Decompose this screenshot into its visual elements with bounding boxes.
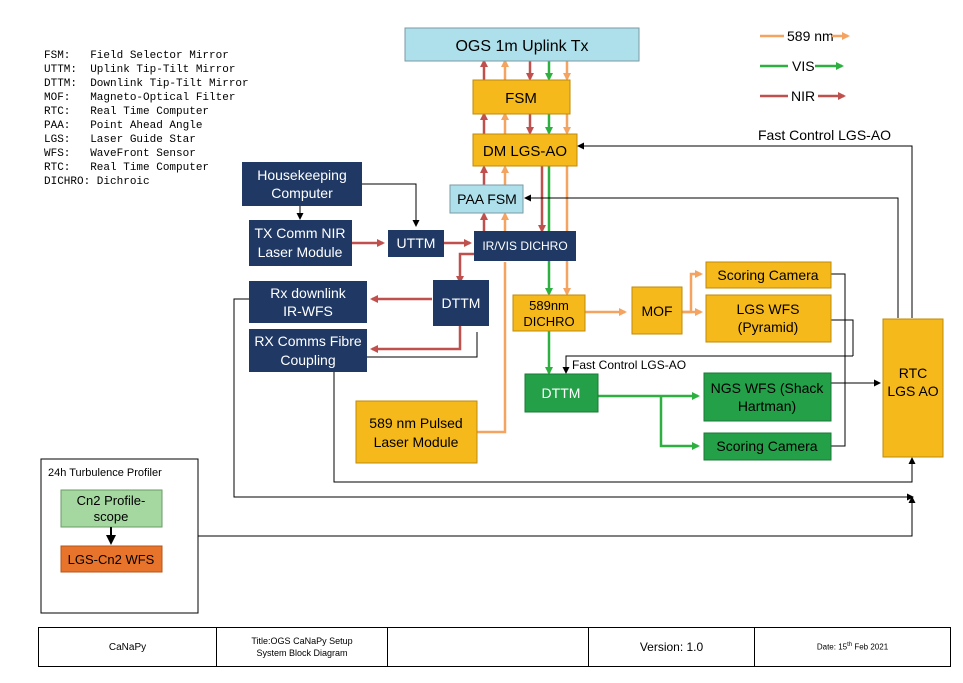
fsm-label: FSM: [505, 90, 537, 107]
project-name-cell: CaNaPy: [39, 628, 217, 666]
date-value: Date: 15th Feb 2021: [817, 642, 888, 652]
pulsed-589nm-laser-box: 589 nm Pulsed Laser Module: [355, 400, 478, 464]
scoring-camera-589-box: Scoring Camera: [705, 261, 832, 289]
scoring-camera-1-label: Scoring Camera: [717, 267, 818, 283]
dichro-589-line2: DICHRO: [523, 314, 574, 329]
date-cell: Date: 15th Feb 2021: [755, 628, 950, 666]
rx-downlink-line1: Rx downlink: [270, 285, 346, 301]
dichro-589-line1: 589nm: [529, 298, 569, 313]
mof-box: MOF: [631, 286, 683, 335]
cn2-scope-line1: Cn2 Profile-: [77, 493, 146, 508]
paa-fsm-label: PAA FSM: [457, 191, 517, 207]
abbreviation-list: FSM: Field Selector Mirror UTTM: Uplink …: [44, 50, 249, 188]
abbr-line: RTC: Real Time Computer: [44, 106, 209, 118]
dm-lgs-ao-box: DM LGS-AO: [472, 133, 578, 167]
title-cell: Title:OGS CaNaPy Setup System Block Diag…: [217, 628, 388, 666]
pulsed-laser-line2: Laser Module: [374, 434, 459, 450]
legend-nir-label: NIR: [791, 88, 815, 104]
uttm-box: UTTM: [388, 230, 444, 257]
abbr-line: RTC: Real Time Computer: [44, 162, 209, 174]
rx-comms-fibre-coupling-box: RX Comms Fibre Coupling: [249, 329, 367, 372]
legend-589-label: 589 nm: [787, 28, 834, 44]
tx-comm-line1: TX Comm NIR: [255, 225, 346, 241]
abbr-line: DTTM: Downlink Tip-Tilt Mirror: [44, 78, 249, 90]
paa-fsm-box: PAA FSM: [449, 184, 524, 214]
dm-lgs-ao-label: DM LGS-AO: [483, 143, 567, 160]
lgs-cn2-wfs-label: LGS-Cn2 WFS: [68, 552, 155, 567]
scoring-camera-vis-box: Scoring Camera: [703, 432, 832, 461]
version-cell: Version: 1.0: [589, 628, 755, 666]
legend: 589 nm VIS NIR: [760, 28, 850, 104]
date-prefix: Date: 15: [816, 642, 848, 652]
housekeeping-line1: Housekeeping: [257, 167, 347, 183]
pulsed-laser-line1: 589 nm Pulsed: [369, 415, 462, 431]
title-line1: Title:OGS CaNaPy Setup: [251, 636, 353, 646]
tx-comm-line2: Laser Module: [258, 244, 343, 260]
abbr-line: WFS: WaveFront Sensor: [44, 148, 196, 160]
ngs-wfs-shack-hartman-box: NGS WFS (Shack Hartman): [703, 372, 832, 422]
rx-downlink-ir-wfs-box: Rx downlink IR-WFS: [249, 281, 367, 323]
ogs-uplink-tx-label: OGS 1m Uplink Tx: [455, 38, 588, 55]
ogs-uplink-tx-box: OGS 1m Uplink Tx: [404, 27, 640, 62]
abbr-line: UTTM: Uplink Tip-Tilt Mirror: [44, 64, 235, 76]
fast-control-mid-label: Fast Control LGS-AO: [572, 358, 686, 372]
dttm-downlink-box: DTTM: [433, 280, 489, 326]
lgs-wfs-line2: (Pyramid): [738, 319, 799, 335]
fast-control-top-label: Fast Control LGS-AO: [758, 127, 891, 143]
rx-comms-line2: Coupling: [280, 352, 335, 368]
date-sup: th: [847, 642, 853, 649]
rtc-lgs-ao-box: RTC LGS AO: [882, 318, 944, 458]
fsm-box: FSM: [472, 79, 571, 115]
rx-downlink-line2: IR-WFS: [283, 303, 333, 319]
connectors: [163, 59, 916, 537]
legend-vis-label: VIS: [792, 58, 815, 74]
lgs-wfs-line1: LGS WFS: [736, 301, 799, 317]
dttm-vis-box: DTTM: [524, 373, 599, 413]
profiler-title: 24h Turbulence Profiler: [48, 467, 162, 479]
ir-vis-dichro-box: IR/VIS DICHRO: [474, 231, 576, 261]
abbr-line: FSM: Field Selector Mirror: [44, 50, 229, 62]
blank-cell: [388, 628, 589, 666]
abbr-line: PAA: Point Ahead Angle: [44, 120, 202, 132]
version-value: Version: 1.0: [639, 640, 704, 654]
title-line2: System Block Diagram: [256, 648, 348, 658]
mof-label: MOF: [641, 303, 672, 319]
ir-vis-dichro-label: IR/VIS DICHRO: [482, 239, 567, 253]
scoring-camera-2-label: Scoring Camera: [716, 438, 817, 454]
uttm-label: UTTM: [397, 235, 436, 251]
ngs-wfs-line1: NGS WFS (Shack: [711, 380, 825, 396]
dttm-downlink-label: DTTM: [442, 295, 481, 311]
cn2-scope-line2: scope: [94, 509, 129, 524]
abbr-line: LGS: Laser Guide Star: [44, 134, 196, 146]
abbr-line: MOF: Magneto-Optical Filter: [44, 92, 235, 104]
rx-comms-line1: RX Comms Fibre: [254, 333, 362, 349]
date-suffix: Feb 2021: [852, 642, 889, 652]
title-block: CaNaPy Title:OGS CaNaPy Setup System Blo…: [38, 627, 951, 667]
lgs-wfs-pyramid-box: LGS WFS (Pyramid): [705, 294, 832, 343]
project-name: CaNaPy: [108, 641, 147, 653]
turbulence-profiler-group: 24h Turbulence Profiler Cn2 Profile- sco…: [40, 458, 199, 614]
tx-comm-nir-laser-box: TX Comm NIR Laser Module: [249, 220, 352, 266]
housekeeping-line2: Computer: [271, 185, 333, 201]
abbr-line: DICHRO: Dichroic: [44, 176, 150, 188]
housekeeping-computer-box: Housekeeping Computer: [242, 162, 362, 206]
ngs-wfs-line2: Hartman): [738, 398, 796, 414]
rtc-line1: RTC: [899, 365, 928, 381]
dichro-589nm-box: 589nm DICHRO: [512, 294, 586, 332]
dttm-vis-label: DTTM: [542, 385, 581, 401]
rtc-line2: LGS AO: [887, 383, 938, 399]
